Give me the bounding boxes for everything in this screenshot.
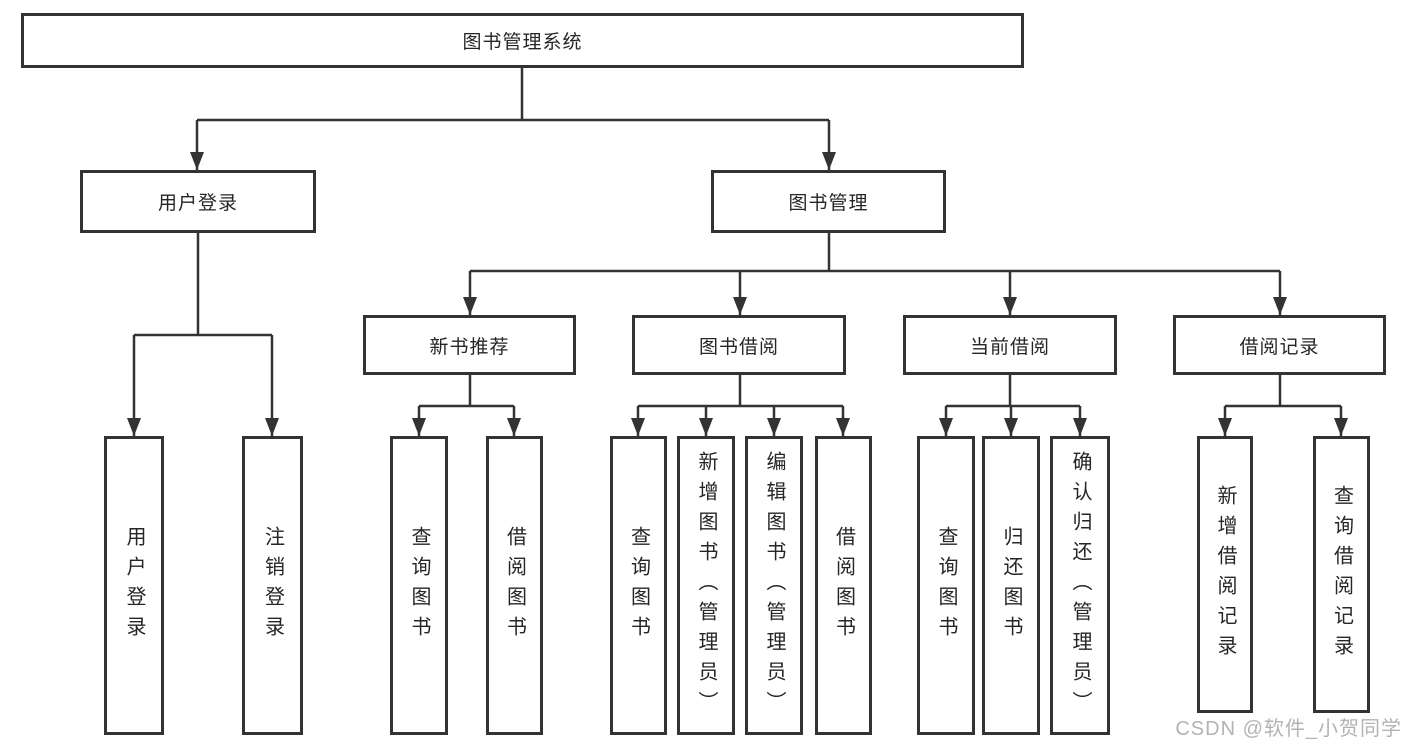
node-label: 图书管理系统	[462, 32, 583, 53]
connector-book-mgmt-stem	[470, 233, 1280, 273]
node-label: 图书借阅	[698, 336, 779, 358]
node-query-borrow-record: 查询借阅记录	[1313, 436, 1370, 713]
node-borrow-books-leaf: 借阅图书	[815, 436, 872, 735]
node-add-books-admin: 新增图书（管理员）	[677, 436, 735, 735]
connector-current-borrow-stem	[946, 375, 1080, 408]
node-label: 用户登录	[123, 525, 145, 646]
node-current-borrowing: 当前借阅	[903, 315, 1117, 375]
node-book-management: 图书管理	[711, 170, 946, 233]
node-label: 编辑图书（管理员）	[763, 450, 785, 721]
node-label: 确认归还（管理员）	[1069, 450, 1091, 721]
node-label: 当前借阅	[969, 336, 1050, 358]
node-label: 注销登录	[261, 525, 284, 646]
node-label: 用户登录	[157, 193, 238, 214]
node-label: 新增借阅记录	[1214, 484, 1236, 665]
node-label: 新增图书（管理员）	[695, 450, 717, 721]
node-confirm-return-admin: 确认归还（管理员）	[1050, 436, 1110, 735]
node-book-borrowing: 图书借阅	[632, 315, 846, 375]
node-return-books: 归还图书	[982, 436, 1040, 735]
node-add-borrow-record: 新增借阅记录	[1197, 436, 1253, 713]
node-label: 查询图书	[935, 525, 957, 646]
node-label: 查询借阅记录	[1330, 484, 1353, 665]
node-user-login-leaf: 用户登录	[104, 436, 164, 735]
node-label: 借阅图书	[832, 525, 855, 646]
node-label: 借阅图书	[503, 525, 526, 646]
node-label: 图书管理	[788, 193, 869, 214]
connector-borrow-records-stem	[1225, 375, 1341, 408]
node-borrow-books-rec: 借阅图书	[486, 436, 543, 735]
connector-new-rec-stem	[419, 375, 514, 408]
node-logout-leaf: 注销登录	[242, 436, 303, 735]
node-library-management-system: 图书管理系统	[21, 13, 1024, 68]
csdn-watermark: CSDN @软件_小贺同学	[1175, 718, 1402, 740]
connector-book-borrow-stem	[638, 375, 843, 408]
node-query-books-borrow: 查询图书	[610, 436, 667, 735]
node-borrowing-records: 借阅记录	[1173, 315, 1386, 375]
node-query-books-current: 查询图书	[917, 436, 975, 735]
node-user-login: 用户登录	[80, 170, 316, 233]
node-new-book-recommend: 新书推荐	[363, 315, 576, 375]
node-label: 查询图书	[627, 525, 650, 646]
connector-root-stem	[197, 68, 829, 122]
node-label: 新书推荐	[429, 336, 510, 358]
node-label: 查询图书	[408, 525, 430, 646]
node-label: 借阅记录	[1239, 336, 1320, 358]
connector-user-login-stem	[134, 233, 272, 337]
node-query-books-rec: 查询图书	[390, 436, 448, 735]
node-label: 归还图书	[1000, 525, 1022, 646]
node-edit-books-admin: 编辑图书（管理员）	[745, 436, 803, 735]
